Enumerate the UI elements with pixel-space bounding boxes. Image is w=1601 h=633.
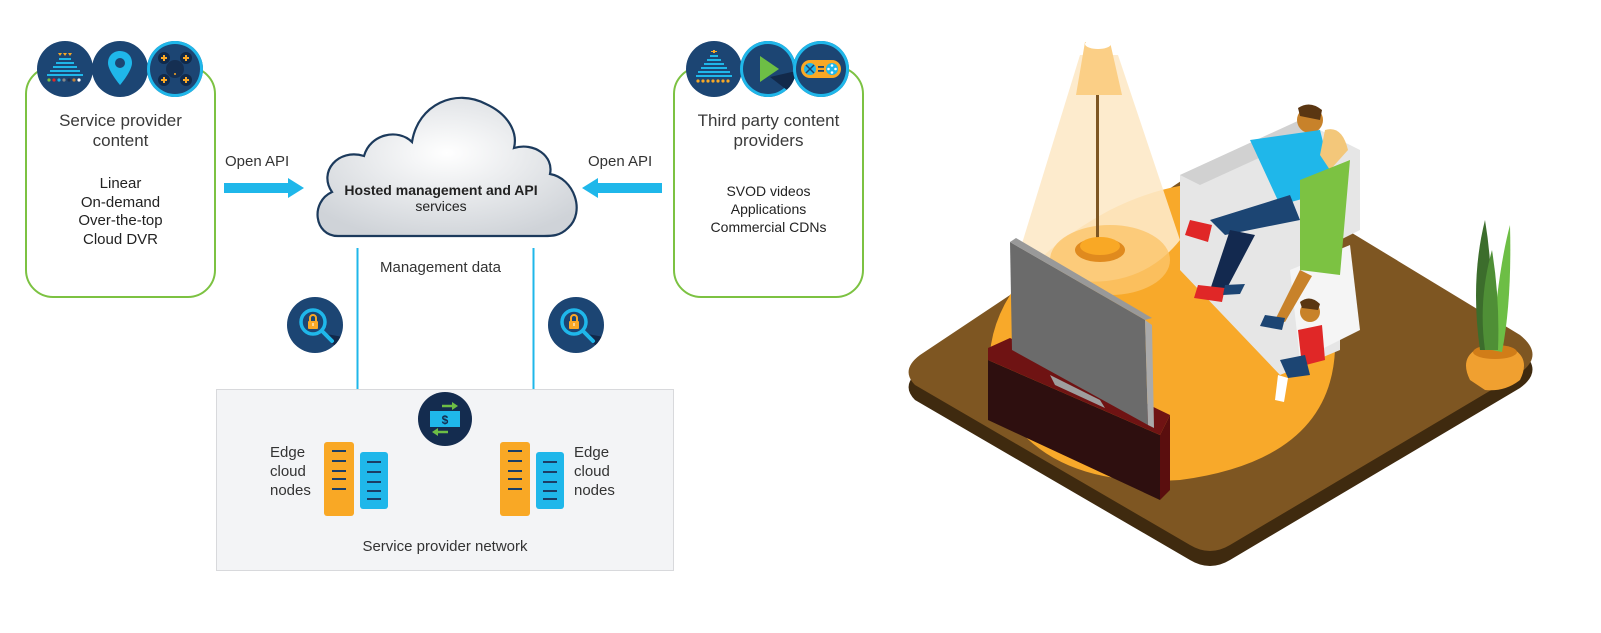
list-item: SVOD videos	[726, 183, 811, 199]
edge-label-line: Edge	[270, 444, 306, 461]
server-orange-icon	[324, 442, 354, 516]
management-data-label: Management data	[380, 259, 501, 276]
hosted-services-cloud	[316, 96, 578, 238]
edge-label-line: Edge	[574, 444, 610, 461]
list-item: Cloud DVR	[82, 230, 159, 248]
location-pin-icon	[92, 41, 148, 97]
list-item: On-demand	[80, 193, 161, 211]
cloud-label: Hosted management and API services	[330, 182, 552, 214]
money-exchange-icon: $	[418, 392, 472, 446]
secure-search-icon	[548, 297, 604, 353]
left-title-line1: Service provider	[59, 111, 182, 130]
right-panel-list: SVOD videos Applications Commercial CDNs	[673, 182, 864, 236]
living-room-illustration	[908, 39, 1533, 566]
game-controller-icon	[793, 41, 849, 97]
list-item: Commercial CDNs	[710, 219, 827, 235]
service-provider-network-label: Service provider network	[362, 538, 528, 555]
play-icon	[740, 41, 796, 97]
drone-network-icon	[147, 41, 203, 97]
edge-label-line: cloud	[574, 463, 610, 480]
server-orange-icon	[500, 442, 530, 516]
svg-text:$: $	[442, 413, 449, 427]
content-pyramid-icon	[686, 41, 742, 97]
right-panel-title: Third party content providers	[673, 111, 864, 151]
server-blue-icon	[360, 452, 388, 509]
right-open-api-label: Open API	[588, 153, 653, 170]
cloud-label-line1: Hosted management and API	[344, 182, 538, 198]
server-blue-icon	[536, 452, 564, 509]
left-title-line2: content	[92, 131, 149, 150]
right-title-line2: providers	[733, 131, 804, 150]
list-item: Linear	[99, 175, 142, 192]
edge-label-line: cloud	[270, 463, 306, 480]
left-edge-nodes-label: Edge cloud nodes	[270, 443, 311, 500]
service-provider-content-panel	[25, 66, 216, 298]
cloud-label-line2: services	[415, 198, 467, 214]
right-edge-nodes-label: Edge cloud nodes	[574, 443, 615, 500]
left-open-api-arrow	[224, 178, 304, 198]
edge-label-line: nodes	[574, 482, 615, 499]
content-pyramid-icon	[37, 41, 93, 97]
third-party-content-panel	[673, 66, 864, 298]
list-item: Over-the-top	[78, 212, 163, 229]
left-panel-title: Service provider content	[25, 111, 216, 151]
secure-search-icon	[287, 297, 343, 353]
left-open-api-label: Open API	[225, 153, 290, 170]
right-title-line1: Third party content	[697, 111, 840, 130]
right-open-api-arrow	[582, 178, 662, 198]
left-panel-list: Linear On-demand Over-the-top Cloud DVR	[25, 175, 216, 249]
edge-label-line: nodes	[270, 482, 311, 499]
list-item: Applications	[730, 201, 807, 217]
